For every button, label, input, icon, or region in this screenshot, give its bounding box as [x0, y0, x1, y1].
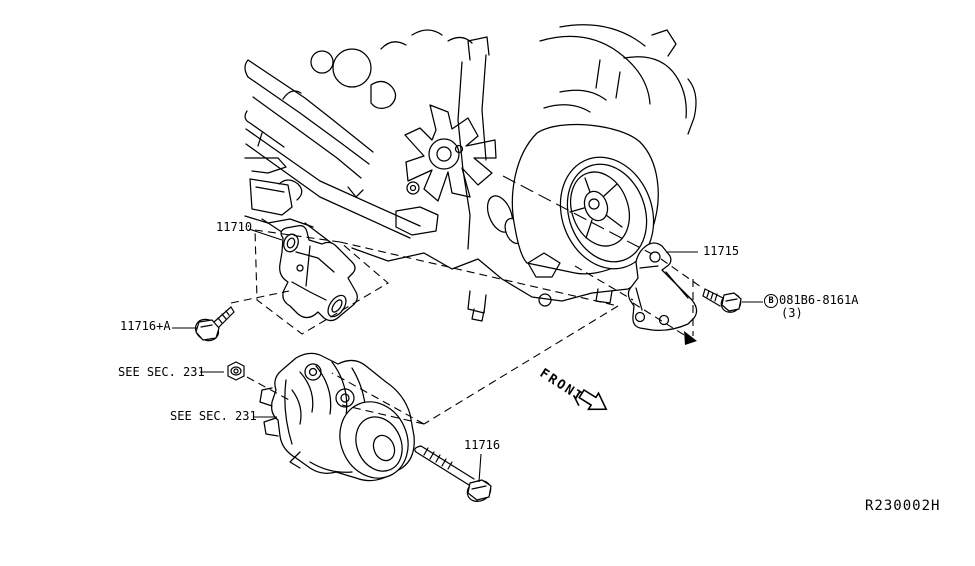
part-label-11715: 11715 — [703, 244, 740, 258]
part-number-text: 081B6-8161A — [779, 293, 859, 307]
bracket-11710-drawing — [279, 225, 358, 322]
front-arrow-icon — [572, 388, 608, 411]
bolt-drawing-11716A — [194, 306, 235, 342]
part-label-11716: 11716 — [464, 438, 501, 452]
part-quantity: (3) — [781, 306, 803, 320]
bolt-drawing-11716 — [414, 445, 492, 502]
nut-drawing-sec231 — [227, 361, 245, 381]
engine-block-drawing — [244, 24, 697, 322]
insertion-arrow-icon — [684, 331, 697, 345]
alternator-drawing — [259, 352, 415, 482]
pulley-axis-line — [502, 175, 653, 255]
bracket-11715-drawing — [627, 242, 698, 331]
assembly-dashed-lines — [230, 229, 702, 425]
part-label-11710: 11710 — [216, 220, 253, 234]
bolt-drawing-081B6 — [702, 288, 742, 313]
see-sec-231-label-upper: SEE SEC. 231 — [118, 365, 205, 379]
part-label-081B6-8161A: B 081B6-8161A (3) — [764, 293, 859, 320]
label-leader-lines — [172, 228, 763, 483]
diagram-ref-code: R230002H — [865, 498, 941, 514]
see-sec-231-label-lower: SEE SEC. 231 — [170, 409, 257, 423]
part-label-11716A: 11716+A — [120, 319, 171, 333]
circled-b-marker: B — [764, 294, 778, 308]
